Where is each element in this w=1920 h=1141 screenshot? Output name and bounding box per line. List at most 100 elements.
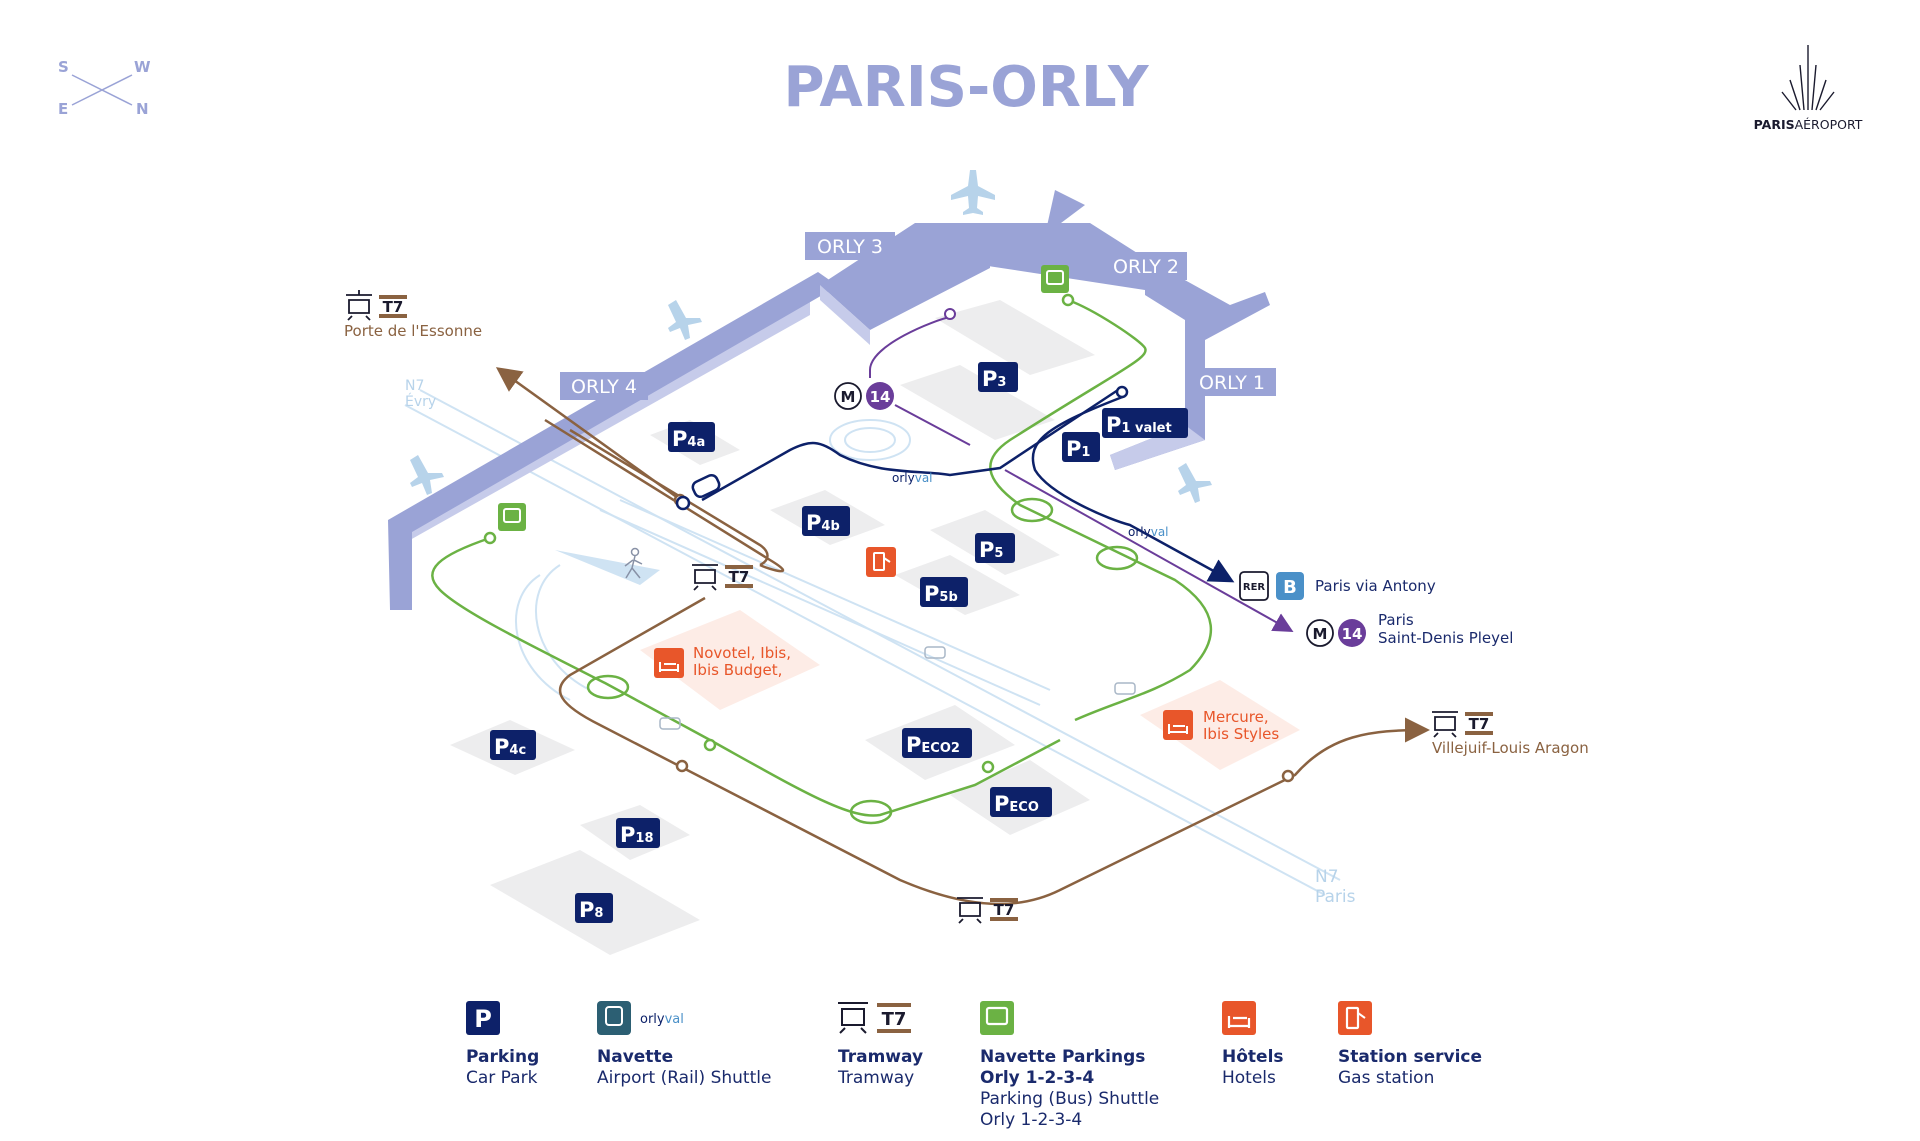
plane-icon: [410, 455, 444, 495]
legend-gas: Station service Gas station: [1338, 1047, 1482, 1089]
page-title: PARIS-ORLY: [783, 55, 1149, 120]
compass-s: S: [58, 58, 69, 76]
svg-text:P4c: P4c: [494, 735, 526, 759]
legend-parking-icon: P: [474, 1005, 492, 1033]
svg-text:P5b: P5b: [924, 582, 958, 606]
legend-tramway-title: Tramway: [838, 1047, 924, 1067]
hotel-icon: [659, 662, 679, 672]
hotel-marker-2[interactable]: Mercure,Ibis Styles: [1163, 708, 1279, 743]
parking-badge-p4b[interactable]: P4b: [802, 506, 850, 536]
legend-hotels-sub: Hotels: [1222, 1068, 1276, 1088]
metro-m-icon: M: [841, 388, 856, 406]
legend-parking: Parking Car Park: [466, 1047, 539, 1089]
plane-icons: [410, 170, 1212, 503]
legend-navette-title: Navette: [597, 1047, 674, 1067]
bus-stop-terminal-2[interactable]: [1041, 265, 1069, 293]
runway-strip: [555, 550, 660, 585]
bus-stop-terminal-4[interactable]: [498, 503, 526, 531]
tram-icon: [346, 290, 372, 321]
legend-tramway: Tramway Tramway: [838, 1047, 923, 1089]
parking-badge-p5b[interactable]: P5b: [920, 577, 968, 607]
parking-badge-p1[interactable]: P1: [1062, 432, 1100, 462]
legend-bus-sub-1: Parking (Bus) Shuttle: [980, 1089, 1160, 1109]
destination-porte-essonne: Porte de l'Essonne: [344, 322, 482, 340]
parking-badge-p3[interactable]: P3: [978, 362, 1018, 392]
svg-text:PARISAÉROPORT: PARISAÉROPORT: [1754, 117, 1863, 132]
orlyval-line: [675, 385, 1235, 583]
legend-tramway-sub: Tramway: [838, 1068, 915, 1088]
bus-shuttle-line: [431, 293, 1213, 825]
metro-destination-line-2: Saint-Denis Pleyel: [1378, 629, 1513, 647]
metro-m-icon: M: [1313, 625, 1328, 643]
tram-t7-line: [495, 367, 1430, 906]
svg-text:P5: P5: [979, 538, 1003, 562]
metro-line-number: 14: [1342, 625, 1363, 643]
tram-icon: [957, 897, 983, 924]
legend-navette-sub: Airport (Rail) Shuttle: [597, 1068, 772, 1088]
legend-bus-sub-2: Orly 1-2-3-4: [980, 1110, 1083, 1130]
bus-icon: [503, 508, 521, 523]
tram-line-label: T7: [994, 901, 1015, 919]
metro-14-terminal[interactable]: M 14: [834, 382, 894, 410]
parking-badge-peco2[interactable]: PECO2: [902, 728, 972, 758]
car-icon: [1114, 682, 1136, 695]
hotel-2-line-2: Ibis Styles: [1203, 725, 1279, 743]
svg-text:P3: P3: [982, 367, 1006, 391]
hotel-2-line-1: Mercure,: [1203, 708, 1269, 726]
parking-badge-p1-valet[interactable]: P1 valet: [1102, 408, 1188, 438]
metro-destination-line-1: Paris: [1378, 611, 1414, 629]
paris-aeroport-logo: PARISAÉROPORT: [1754, 45, 1863, 132]
parking-badge-p8[interactable]: P8: [575, 893, 613, 923]
legend-hotels-title: Hôtels: [1222, 1047, 1284, 1067]
svg-text:P18: P18: [620, 823, 654, 847]
tram-stop-terminal[interactable]: T7: [692, 564, 753, 591]
terminal-orly2-label: ORLY 2: [1113, 256, 1179, 278]
terminal-orly3-label: ORLY 3: [817, 236, 883, 258]
plane-icon: [951, 170, 995, 215]
destination-villejuif: Villejuif-Louis Aragon: [1432, 739, 1589, 757]
svg-text:PECO: PECO: [994, 792, 1039, 816]
legend-bus-title-2: Orly 1-2-3-4: [980, 1068, 1095, 1088]
car-icons: [659, 646, 1136, 730]
terminal-orly4-label: ORLY 4: [571, 376, 637, 398]
svg-text:P1: P1: [1066, 437, 1090, 461]
plane-icon: [668, 300, 702, 340]
parking-badge-peco[interactable]: PECO: [990, 787, 1052, 817]
tram-stop-porte-essonne[interactable]: T7 Porte de l'Essonne: [344, 290, 482, 340]
hotel-marker-1[interactable]: Novotel, Ibis,Ibis Budget,: [654, 644, 791, 679]
legend-orlyval-logo: orlyval: [640, 1012, 684, 1027]
hotel-zone-2: [1140, 680, 1300, 770]
legend-tram-icon: [838, 1002, 868, 1034]
rer-b-destination[interactable]: RER B Paris via Antony: [1239, 571, 1436, 601]
parking-badge-p4c[interactable]: P4c: [490, 730, 536, 760]
svg-text:P4a: P4a: [672, 427, 705, 451]
tram-stop-villejuif[interactable]: T7 Villejuif-Louis Aragon: [1432, 711, 1589, 757]
tram-line-label: T7: [1469, 715, 1490, 733]
compass-e: E: [58, 100, 68, 118]
gas-pump-icon: [873, 552, 885, 571]
gas-station[interactable]: [866, 547, 896, 577]
parking-badge-p4a[interactable]: P4a: [668, 422, 715, 452]
car-icon: [659, 717, 681, 730]
plane-icon: [1178, 463, 1212, 503]
parking-badge-p5[interactable]: P5: [975, 533, 1015, 563]
legend-parking-title: Parking: [466, 1047, 540, 1067]
orlyval-map-label-2: orlyval: [1128, 525, 1169, 539]
tram-stop-south[interactable]: T7: [957, 897, 1018, 924]
hotel-1-line-1: Novotel, Ibis,: [693, 644, 791, 662]
rer-icon: RER: [1243, 582, 1266, 593]
svg-text:Novotel, Ibis,Ibis Budget,: Novotel, Ibis,Ibis Budget,: [693, 644, 791, 679]
pedestrian-icon: [624, 547, 643, 579]
svg-text:P1 valet: P1 valet: [1106, 413, 1172, 437]
svg-text:P8: P8: [579, 898, 603, 922]
parking-zones: [450, 300, 1095, 955]
parking-badge-p18[interactable]: P18: [616, 818, 660, 848]
tram-icon: [692, 564, 718, 591]
metro-line-number: 14: [870, 388, 891, 406]
logo-text-paris: PARIS: [1754, 117, 1795, 132]
legend-bus-icon: [985, 1006, 1009, 1026]
